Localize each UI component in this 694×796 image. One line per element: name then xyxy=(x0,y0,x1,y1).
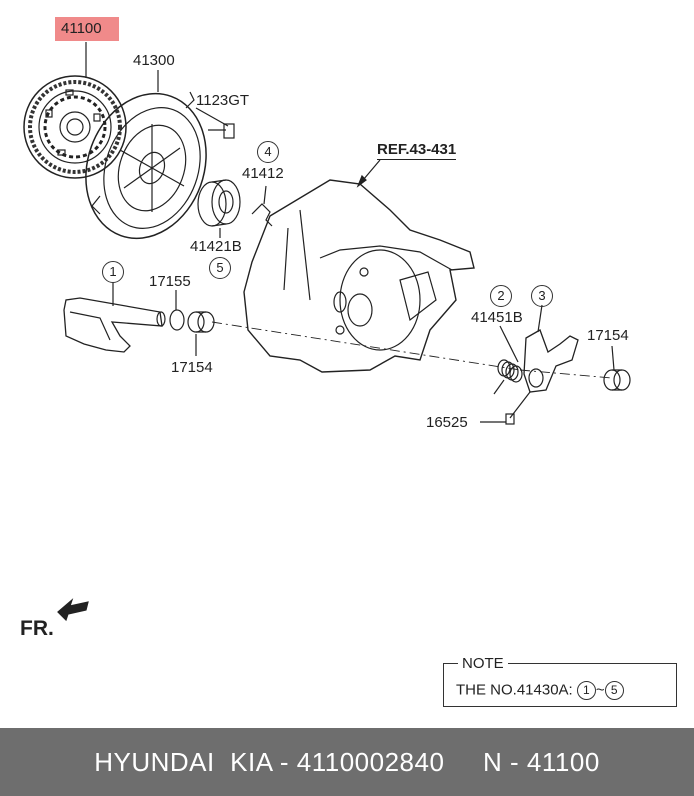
circled-5: 5 xyxy=(209,257,231,279)
retaining-clip xyxy=(251,203,273,227)
direction-label: FR. xyxy=(20,617,54,640)
release-bearing xyxy=(197,179,241,227)
circled-1: 1 xyxy=(102,261,124,283)
note-circled-from: 1 xyxy=(576,681,596,700)
part-41412-label: 41412 xyxy=(242,165,284,182)
footer-banner: HYUNDAI KIA - 4110002840 N - 41100 xyxy=(0,728,694,796)
oil-seal xyxy=(169,309,185,331)
exploded-parts-diagram xyxy=(23,42,631,622)
front-arrow-icon xyxy=(57,598,89,622)
part-41451b-label: 41451B xyxy=(471,309,523,326)
circled-4: 4 xyxy=(257,141,279,163)
bolt xyxy=(208,123,235,139)
part-41421b-label: 41421B xyxy=(190,238,242,255)
bushing-left xyxy=(187,311,215,333)
highlighted-part-label: 41100 xyxy=(55,17,119,41)
note-circled-to: 5 xyxy=(604,681,624,700)
part-16525-label: 16525 xyxy=(426,414,468,431)
pressure-plate xyxy=(85,91,207,240)
part-1123gt-label: 1123GT xyxy=(196,92,250,109)
clutch-fork xyxy=(523,329,579,393)
part-17155-label: 17155 xyxy=(149,273,191,290)
part-41300-label: 41300 xyxy=(133,52,175,69)
reference-label: REF.43-431 xyxy=(377,141,457,160)
fork-spring xyxy=(497,359,523,383)
note-text-line: THE NO.41430A: 1~5 xyxy=(456,681,624,700)
note-box: NOTE THE NO.41430A: 1~5 xyxy=(443,655,677,707)
part-17154-left-label: 17154 xyxy=(171,359,213,376)
note-separator: ~ xyxy=(595,681,605,699)
circled-2: 2 xyxy=(490,285,512,307)
part-17154-right-label: 17154 xyxy=(587,327,629,344)
release-fork xyxy=(63,297,166,353)
circled-3: 3 xyxy=(531,285,553,307)
part-41100-label: 41100 xyxy=(61,20,102,37)
clutch-disc xyxy=(23,75,127,179)
note-title: NOTE xyxy=(458,655,508,672)
note-text: THE NO.41430A: xyxy=(456,681,573,699)
fork-bolt xyxy=(505,391,531,425)
bushing-right xyxy=(603,369,631,391)
footer-text: HYUNDAI KIA - 4110002840 N - 41100 xyxy=(94,747,600,777)
transaxle-housing xyxy=(243,179,475,373)
